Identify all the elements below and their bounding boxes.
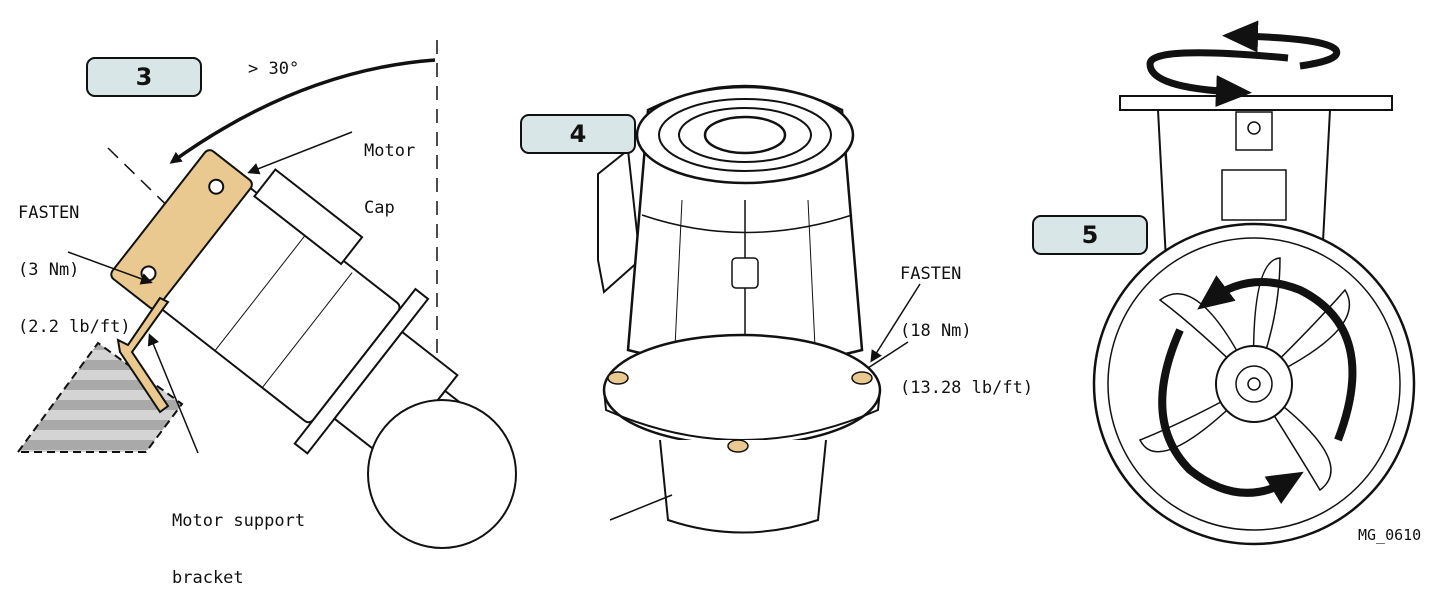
fasten-left-label: FASTEN (3 Nm) (2.2 lb/ft) — [18, 166, 131, 356]
rotation-arrow-top-right — [1222, 20, 1341, 70]
fasten-left-line-1: FASTEN — [18, 203, 80, 223]
figure-code: MG_0610 — [1358, 526, 1422, 544]
step-3-badge: 3 — [86, 57, 202, 97]
step4-illustration — [597, 84, 921, 534]
fasten-right-line-3: (13.28 lb/ft) — [900, 378, 1034, 398]
propeller-tunnel — [367, 399, 517, 549]
motor-cap-line-1: Motor — [364, 141, 416, 161]
fasten-right-label: FASTEN (18 Nm) (13.28 lb/ft) — [900, 227, 1033, 417]
motor-cap-label: Motor Cap — [364, 104, 415, 237]
fasten-left-line-2: (3 Nm) — [18, 260, 80, 280]
angle-arrow — [169, 58, 436, 164]
motor-cap-line-2: Cap — [364, 198, 395, 218]
bolt-right — [851, 371, 873, 385]
hull-plate — [1119, 95, 1393, 111]
motor-support-bracket — [116, 296, 170, 414]
fasten-left-line-3: (2.2 lb/ft) — [18, 317, 131, 337]
rotation-arrow-cw — [1197, 275, 1357, 442]
installation-diagram — [16, 20, 1416, 549]
bracket-line-1: Motor support — [172, 511, 306, 531]
rotation-arrow-ccw — [1158, 328, 1304, 505]
fasten-right-line-2: (18 Nm) — [900, 321, 972, 341]
rotation-arrow-top-left — [1146, 49, 1289, 108]
step5-illustration — [1092, 20, 1416, 546]
bolt-front — [727, 439, 749, 453]
step-5-badge: 5 — [1032, 215, 1148, 255]
angle-label: > 30° — [248, 59, 300, 79]
step3-illustration — [16, 40, 517, 549]
fasten-right-line-1: FASTEN — [900, 264, 962, 284]
hull-block — [16, 341, 184, 453]
bracket-line-2: bracket — [172, 568, 244, 588]
motor-base-flange — [602, 333, 882, 447]
step-4-badge: 4 — [520, 114, 636, 154]
motor-support-bracket-label: Motor support bracket — [172, 474, 305, 607]
bolt-left — [607, 371, 629, 385]
